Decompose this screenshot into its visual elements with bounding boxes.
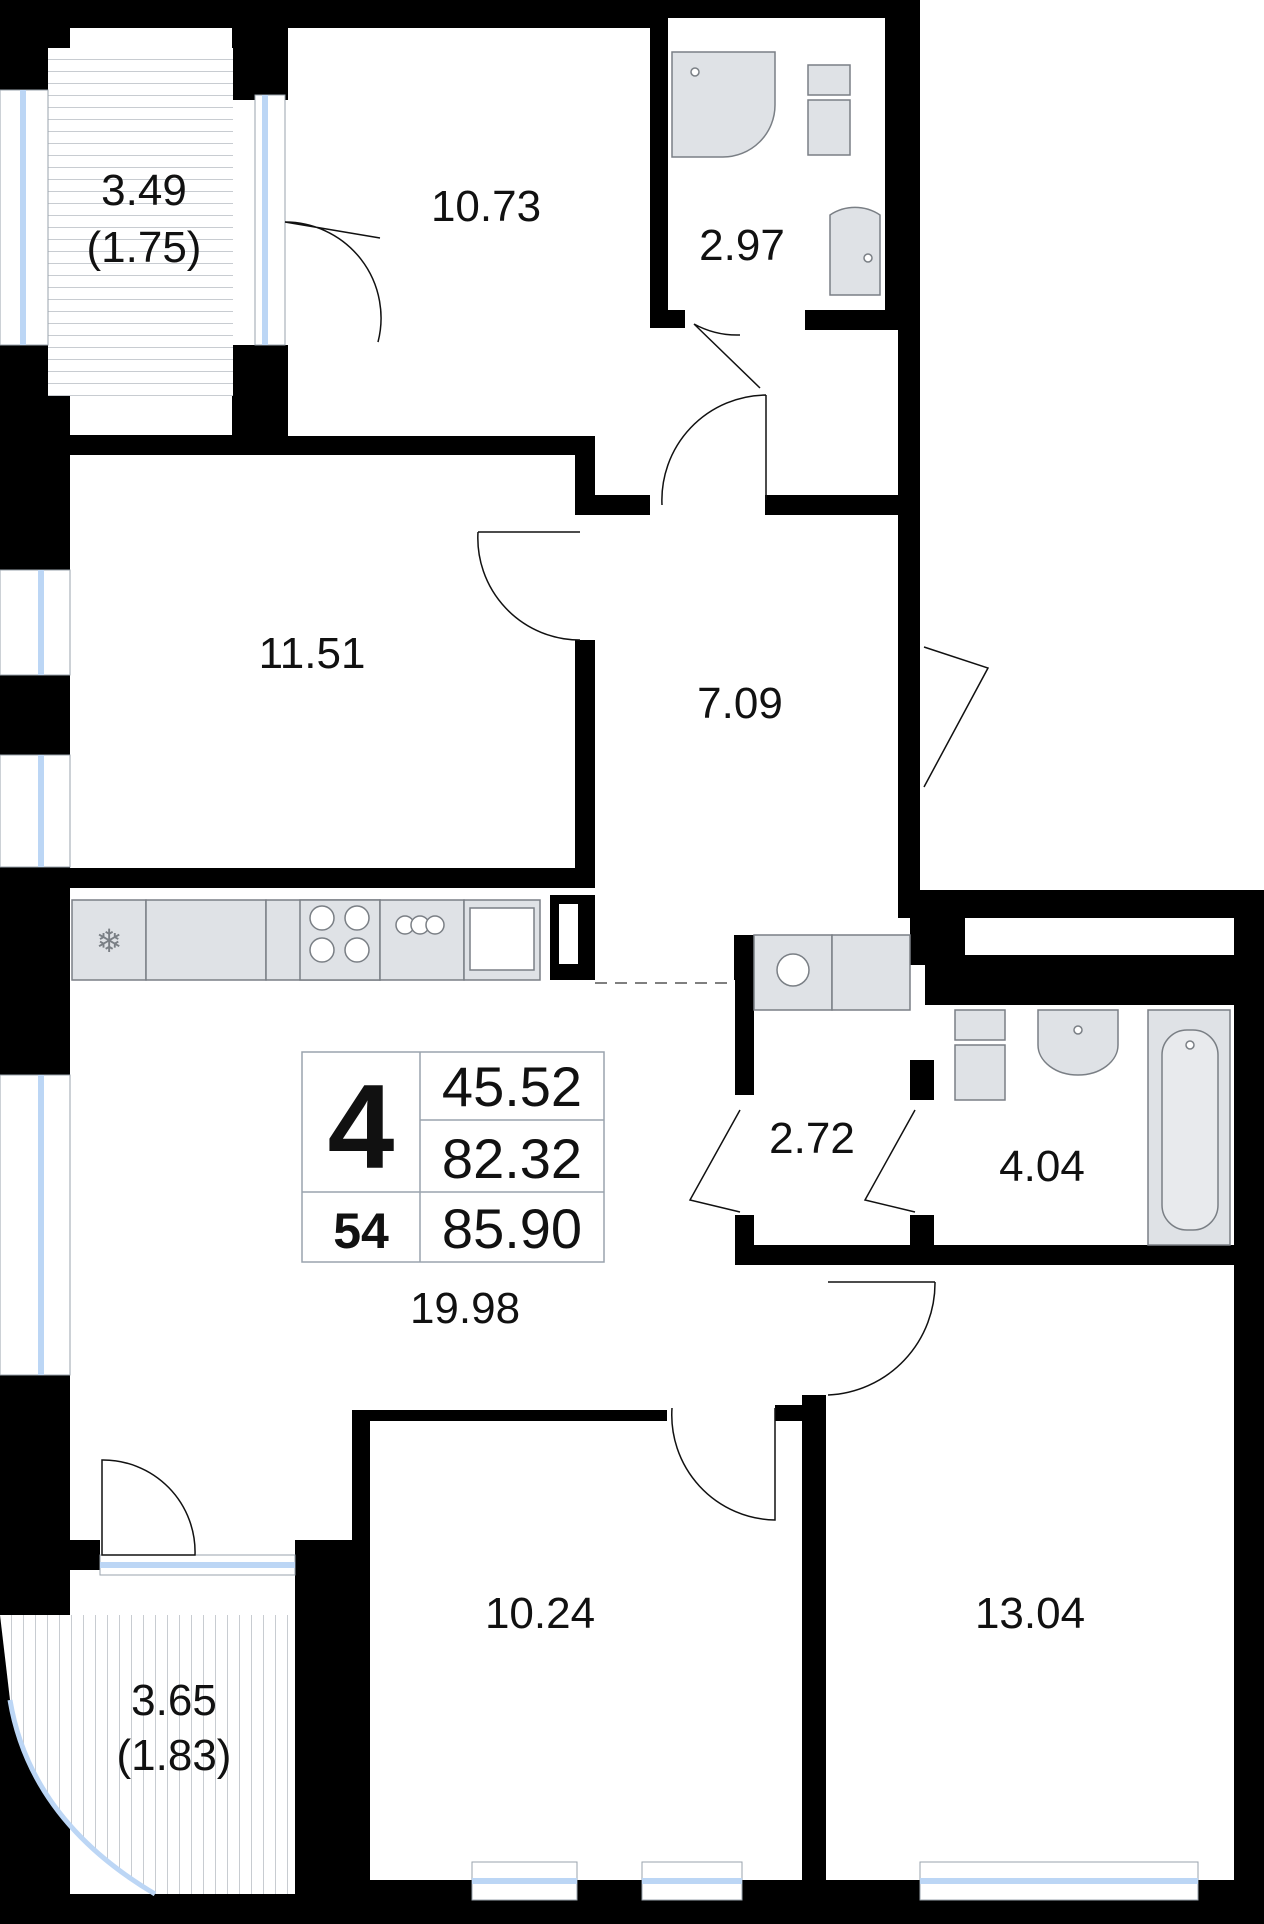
room-label-balcony-bottom-reduced: (1.83) [117,1731,232,1780]
room-label-bedroom-top: 10.73 [431,182,541,231]
doors [101,221,990,1556]
room-label-bedroom-bottom-right: 13.04 [975,1589,1085,1638]
balcony-top [48,48,233,396]
rooms-count: 4 [328,1060,395,1194]
room-label-wardrobe: 2.72 [769,1114,855,1163]
area-total: 82.32 [442,1127,582,1190]
kitchen-counter [71,896,586,981]
room-label-hallway: 7.09 [697,679,783,728]
room-label-kitchen-living: 19.98 [410,1284,520,1333]
laundry-machines [753,934,911,1011]
summary-box: 4 54 45.52 82.32 85.90 [301,1051,605,1263]
area-living: 45.52 [442,1055,582,1118]
room-label-bedroom-bottom-left: 10.24 [485,1589,595,1638]
windows [0,89,1199,1901]
unit-number: 54 [333,1203,389,1259]
room-label-bedroom-left: 11.51 [259,629,366,678]
bathroom-right-fixtures [954,1009,1231,1246]
room-label-balcony-bottom: 3.65 [131,1676,217,1725]
room-label-bathroom-right: 4.04 [999,1142,1085,1191]
snowflake-icon: ❄ [96,922,123,960]
room-labels: 3.49 (1.75) 10.73 2.97 11.51 7.09 2.72 4… [87,166,1086,1780]
room-label-balcony-top: 3.49 [101,166,187,215]
bathroom-top-fixtures [671,51,881,296]
balcony-bottom [0,1615,295,1897]
room-label-bathroom-top: 2.97 [699,221,785,270]
room-label-balcony-top-reduced: (1.75) [87,223,202,272]
area-with-balconies: 85.90 [442,1197,582,1260]
